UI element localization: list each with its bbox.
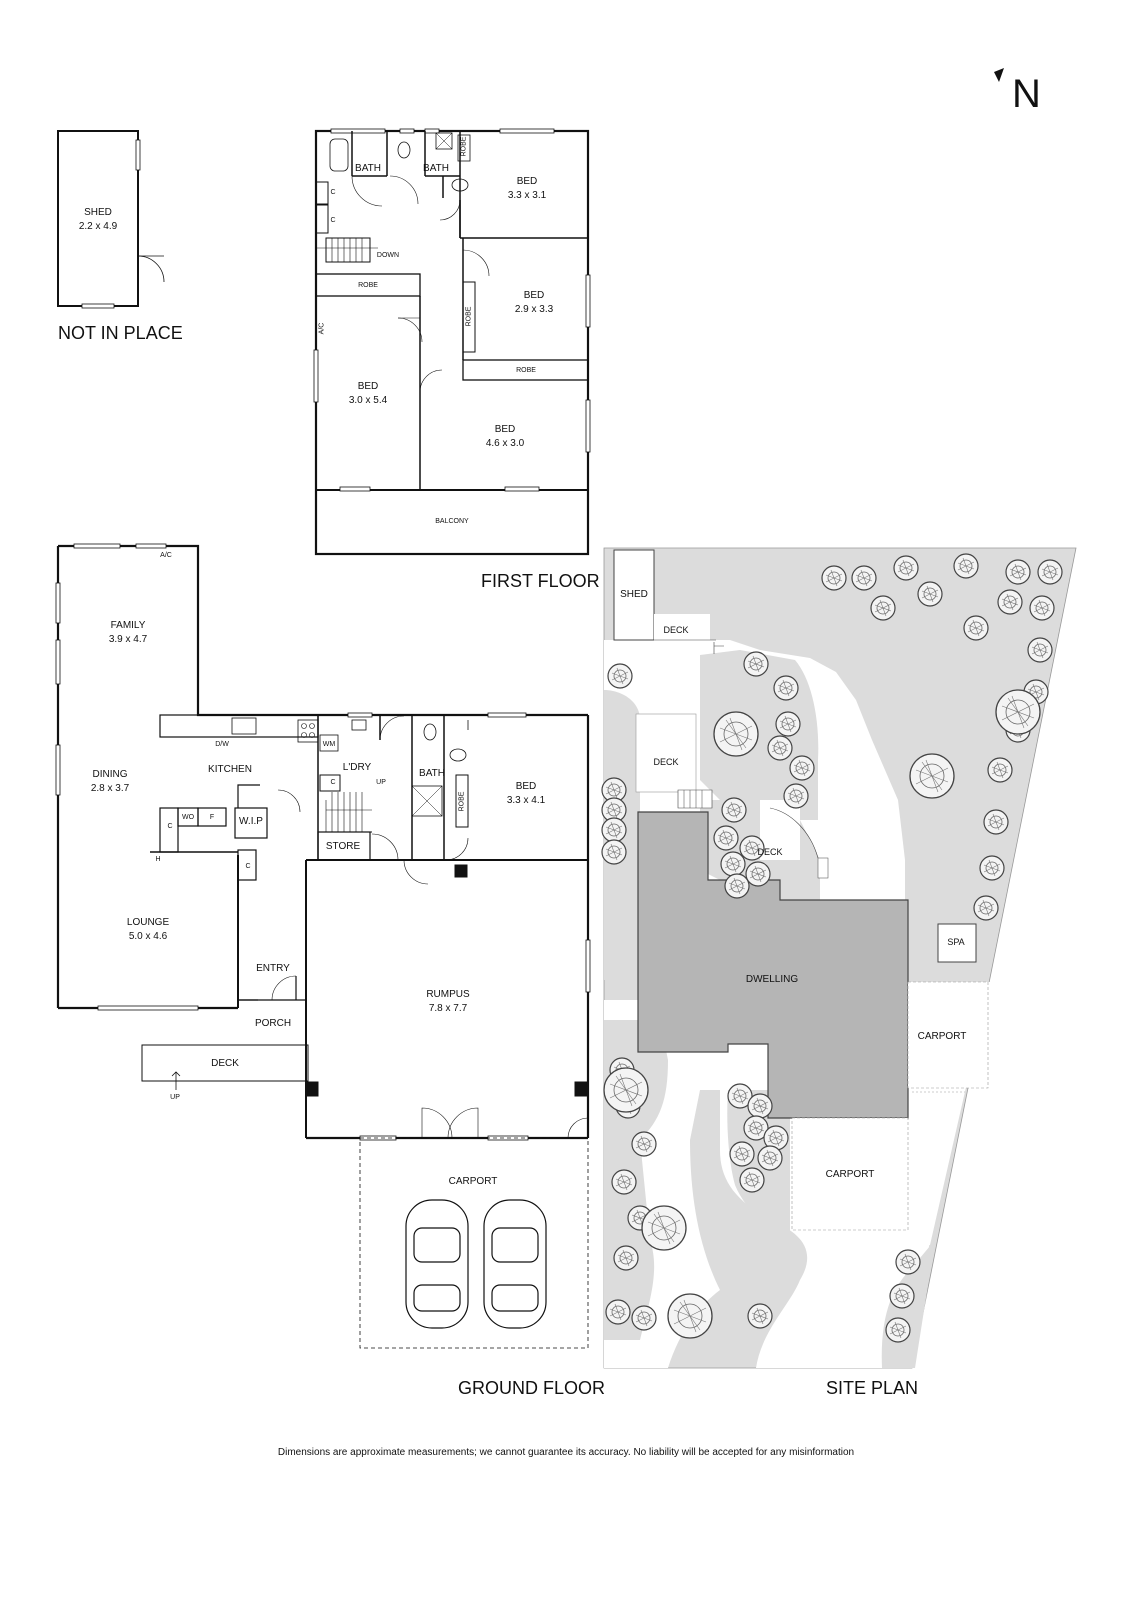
ff-bath-2: BATH (423, 163, 449, 174)
sp-deck-1: DECK (663, 625, 689, 635)
gf-rumpus-dims: 7.8 x 7.7 (428, 1003, 468, 1014)
sp-carport-1: CARPORT (917, 1031, 967, 1042)
sp-deck-2: DECK (653, 757, 679, 767)
ff-ac-label: A/C (318, 322, 326, 335)
gf-deck: DECK (211, 1058, 239, 1069)
gf-family-dims: 3.9 x 4.7 (108, 634, 148, 645)
ff-closet-1: C (330, 189, 336, 196)
gf-lounge-dims: 5.0 x 4.6 (128, 931, 168, 942)
gf-bed-name: BED (515, 781, 537, 792)
shed-name: SHED (84, 207, 112, 218)
gf-rumpus-name: RUMPUS (426, 989, 470, 1000)
sp-spa: SPA (947, 937, 965, 947)
ff-robe-mid: ROBE (465, 306, 473, 327)
ff-bed4-name: BED (494, 424, 516, 435)
sp-shed: SHED (620, 589, 648, 600)
ff-robe-left: ROBE (358, 282, 378, 289)
ff-bed2-name: BED (523, 290, 545, 301)
gf-wo-label: WO (181, 814, 195, 821)
first-floor-plan (313, 128, 591, 556)
title-not-in-place: NOT IN PLACE (58, 323, 183, 343)
gf-bed-dims: 3.3 x 4.1 (506, 795, 546, 806)
gf-lounge-name: LOUNGE (126, 917, 170, 928)
ff-bed2-dims: 2.9 x 3.3 (514, 304, 554, 315)
gf-entry: ENTRY (256, 963, 290, 974)
gf-closet-3: C (330, 779, 336, 786)
ff-down-label: DOWN (376, 252, 400, 259)
gf-dining-name: DINING (92, 769, 128, 780)
gf-up-1: UP (376, 779, 386, 786)
north-arrow-icon (994, 68, 1004, 82)
ff-robe-top: ROBE (460, 136, 468, 157)
gf-carport: CARPORT (448, 1176, 498, 1187)
gf-fridge-label: F (209, 814, 215, 821)
gf-ac-label: A/C (160, 552, 172, 559)
gf-closet-2: C (245, 863, 251, 870)
sp-dwelling: DWELLING (745, 974, 799, 985)
gf-wm-label: WM (322, 741, 336, 748)
gf-dw-label: D/W (215, 741, 229, 748)
title-first-floor: FIRST FLOOR (481, 571, 600, 591)
ff-robe-right: ROBE (516, 367, 536, 374)
gf-robe: ROBE (458, 791, 466, 812)
gf-porch: PORCH (254, 1018, 292, 1029)
ff-bath-1: BATH (355, 163, 381, 174)
shed-dims: 2.2 x 4.9 (78, 221, 118, 232)
ff-bed1-name: BED (516, 176, 538, 187)
shed-plan (57, 130, 165, 309)
disclaimer-text: Dimensions are approximate measurements;… (277, 1447, 855, 1458)
gf-closet-1: C (167, 823, 173, 830)
ground-floor-plan (55, 543, 591, 1349)
gf-family-name: FAMILY (110, 620, 146, 631)
site-plan (601, 547, 1077, 1369)
ff-bed1-dims: 3.3 x 3.1 (507, 190, 547, 201)
gf-bath: BATH (419, 768, 445, 779)
title-site-plan: SITE PLAN (826, 1378, 919, 1398)
sp-deck-3: DECK (757, 847, 783, 857)
ff-bed3-name: BED (357, 381, 379, 392)
gf-wip-label: W.I.P (239, 816, 263, 827)
ff-closet-2: C (330, 217, 336, 224)
title-ground-floor: GROUND FLOOR (458, 1378, 606, 1398)
ff-bed3-dims: 3.0 x 5.4 (348, 395, 388, 406)
sp-carport-2: CARPORT (825, 1169, 875, 1180)
gf-kitchen: KITCHEN (208, 764, 252, 775)
north-label: N (1012, 72, 1041, 116)
gf-h-label: H (155, 856, 161, 863)
gf-dining-dims: 2.8 x 3.7 (90, 783, 130, 794)
gf-up-2: UP (170, 1094, 180, 1101)
ff-bed4-dims: 4.6 x 3.0 (485, 438, 525, 449)
ff-balcony: BALCONY (435, 518, 469, 525)
gf-store: STORE (325, 841, 361, 852)
gf-ldry: L'DRY (342, 762, 372, 773)
